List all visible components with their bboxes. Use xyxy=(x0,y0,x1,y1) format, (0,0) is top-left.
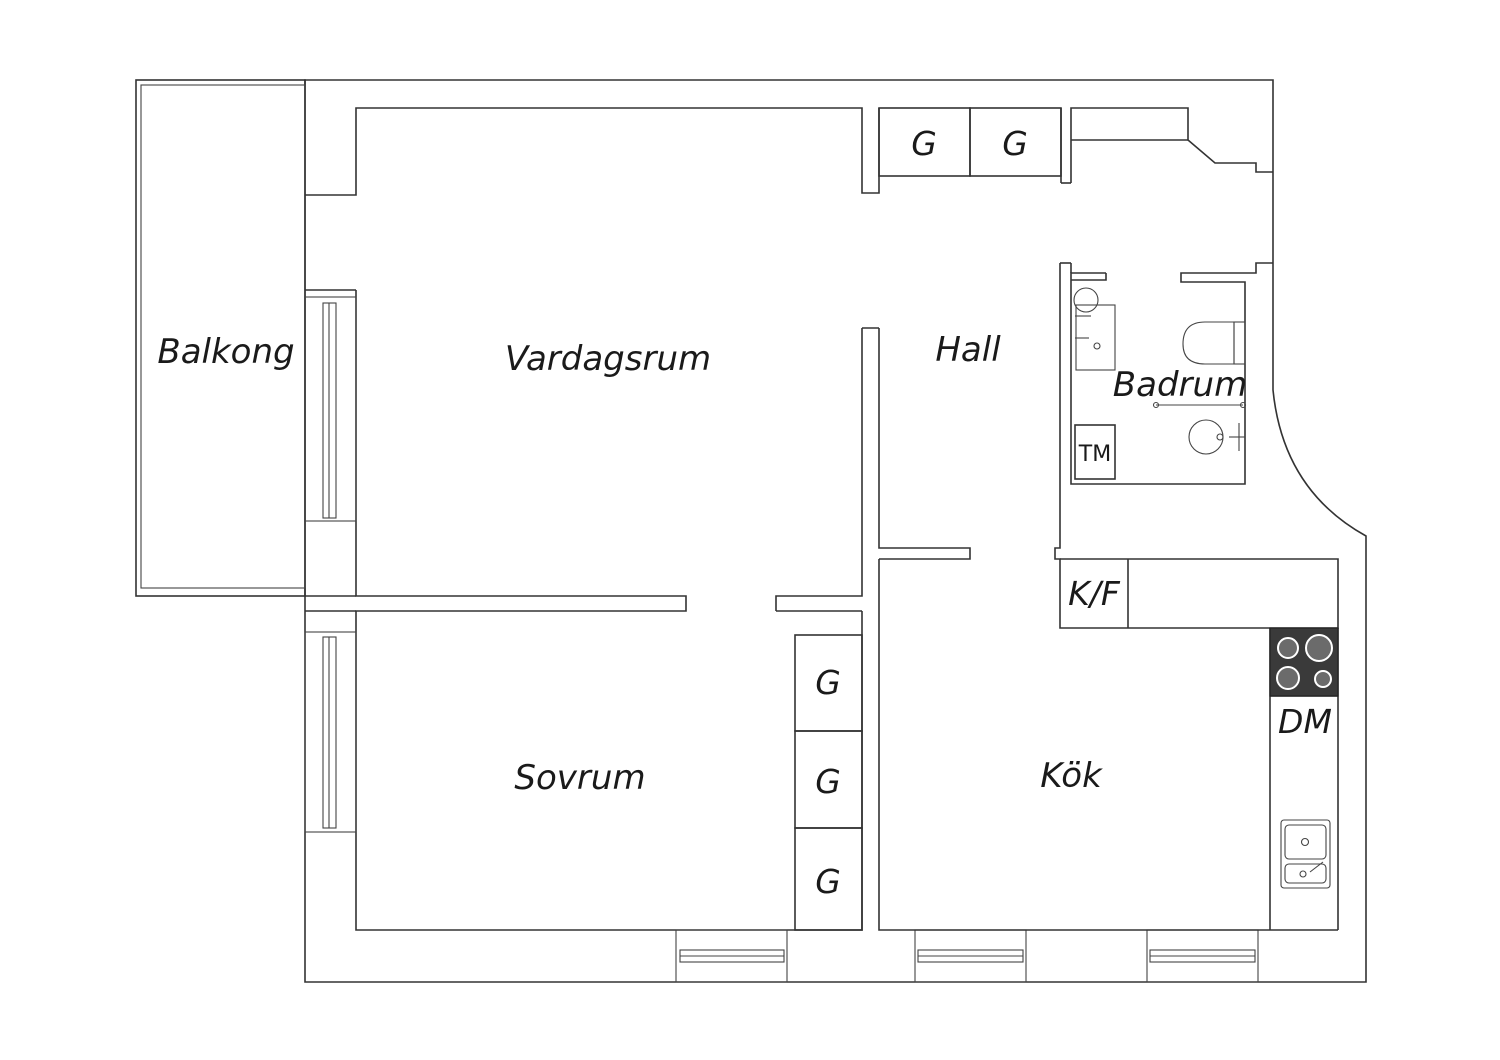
window-icon xyxy=(304,631,357,833)
washing-machine: TM xyxy=(1074,424,1116,480)
kitchen-counter xyxy=(878,559,1339,931)
wardrobe-icon xyxy=(878,107,1062,183)
wardrobe-label: G xyxy=(911,124,937,163)
room-label-vardagsrum: Vardagsrum xyxy=(505,339,711,379)
bathroom-walls xyxy=(1054,262,1339,629)
fridge-freezer: K/F xyxy=(1068,559,1129,628)
room-label-balkong: Balkong xyxy=(157,332,294,372)
window-icon xyxy=(914,929,1027,983)
dishwasher: DM xyxy=(1278,702,1332,741)
wardrobe-label: G xyxy=(1002,124,1028,163)
fridge-freezer-label: K/F xyxy=(1068,574,1121,613)
exterior-walls xyxy=(304,79,1367,983)
wardrobe-label: G xyxy=(815,663,841,702)
washing-machine-label: TM xyxy=(1078,442,1111,467)
window-icon xyxy=(1146,929,1259,983)
room-label-sovrum: Sovrum xyxy=(514,758,645,798)
dishwasher-label: DM xyxy=(1278,702,1332,741)
entrance-walls xyxy=(1061,107,1273,184)
room-label-kok: Kök xyxy=(1040,756,1103,796)
wardrobe-label: G xyxy=(815,862,841,901)
room-label-hall: Hall xyxy=(935,330,1001,370)
window-icon xyxy=(304,296,357,522)
toilet-icon xyxy=(1182,321,1246,365)
wardrobe-label: G xyxy=(815,762,841,801)
living-room-walls xyxy=(305,107,971,931)
shower-icon xyxy=(1152,401,1247,455)
washbasin-icon xyxy=(1073,287,1116,371)
window-icon xyxy=(675,929,788,983)
wardrobe-icon xyxy=(794,634,863,931)
stove-icon xyxy=(1269,627,1339,697)
room-label-badrum: Badrum xyxy=(1113,365,1247,405)
sink-icon xyxy=(1280,819,1331,889)
